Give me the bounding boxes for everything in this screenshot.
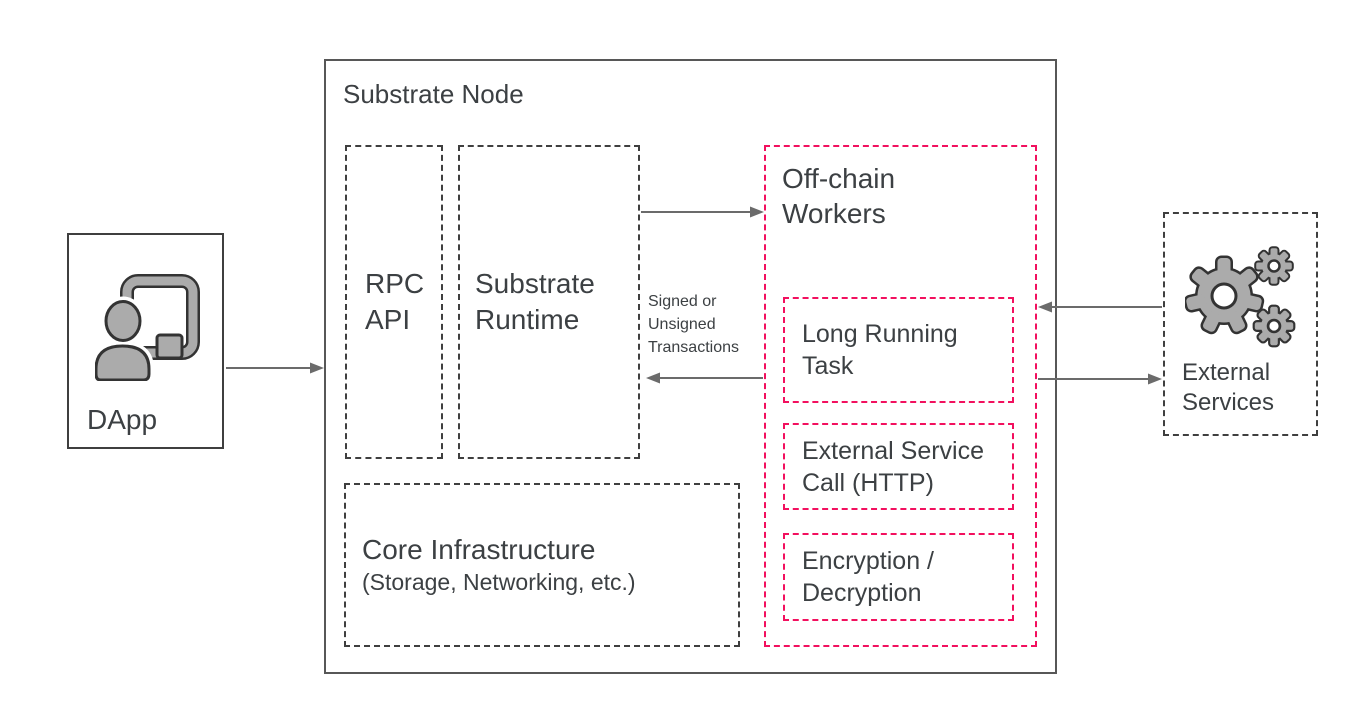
- gears-icon: [1185, 246, 1300, 352]
- small-gear-top: [1254, 246, 1294, 286]
- encryption-decryption-box: Encryption / Decryption: [783, 533, 1014, 621]
- core-infrastructure-subtitle: (Storage, Networking, etc.): [362, 569, 636, 595]
- arrow-dapp-to-node: [226, 362, 324, 374]
- dapp-label: DApp: [87, 404, 158, 435]
- large-gear: [1186, 258, 1263, 333]
- person-presenting-icon: [95, 274, 200, 381]
- substrate-node-title: Substrate Node: [343, 79, 524, 109]
- substrate-runtime-box: Substrate Runtime: [458, 145, 640, 459]
- external-services-label: External Services: [1182, 359, 1275, 416]
- offchain-workers-title: Off-chain Workers: [782, 163, 896, 229]
- dapp-box: DApp: [67, 233, 224, 449]
- small-gear-bottom: [1255, 307, 1293, 345]
- rpc-api-box: RPC API: [345, 145, 443, 459]
- external-service-call-box: External Service Call (HTTP): [783, 423, 1014, 510]
- offchain-workers-box: Off-chain Workers: [764, 145, 1037, 647]
- core-infrastructure-box: Core Infrastructure (Storage, Networking…: [344, 483, 740, 647]
- rpc-api-label: RPC API: [365, 268, 425, 335]
- transactions-annotation: Signed or Unsigned Transactions: [648, 293, 739, 356]
- long-running-task-label: Long Running Task: [802, 320, 958, 380]
- external-service-call-label: External Service Call (HTTP): [802, 436, 985, 497]
- encryption-decryption-label: Encryption / Decryption: [802, 547, 935, 607]
- substrate-node-box: [324, 59, 1057, 674]
- core-infrastructure-title: Core Infrastructure: [362, 534, 596, 565]
- substrate-runtime-label: Substrate Runtime: [475, 268, 595, 335]
- long-running-task-box: Long Running Task: [783, 297, 1014, 403]
- external-services-box: External Services: [1163, 212, 1318, 436]
